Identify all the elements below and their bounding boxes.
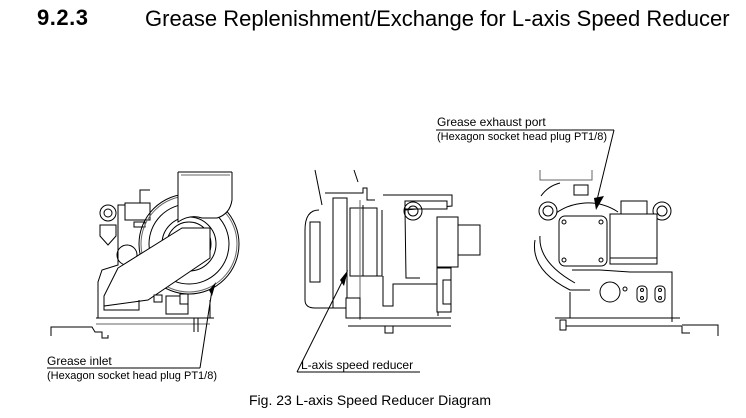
exhaust-arrow-icon: [594, 196, 604, 210]
left-side-view: [47, 171, 240, 369]
reducer-leader-line: [296, 281, 343, 373]
exhaust-port-label: Grease exhaust port: [437, 115, 546, 129]
inlet-leader-line: [199, 289, 213, 369]
reducer-cover: [558, 215, 608, 267]
exhaust-port-detail: (Hexagon socket head plug PT1/8): [437, 131, 607, 143]
right-side-view: [436, 129, 719, 336]
grease-inlet-detail: (Hexagon socket head plug PT1/8): [47, 370, 217, 382]
eyebolt-icon: [403, 201, 423, 221]
inlet-arrow-icon: [209, 282, 216, 296]
section-number: 9.2.3: [37, 5, 89, 30]
left-top-box: [124, 202, 151, 221]
section-title: Grease Replenishment/Exchange for L-axis…: [145, 6, 730, 31]
eyebolt-icon: [538, 201, 558, 221]
grease-inlet-label: Grease inlet: [47, 354, 112, 368]
speed-reducer-label: L-axis speed reducer: [301, 358, 414, 372]
front-view: [296, 169, 481, 373]
eyebolt-icon: [99, 204, 117, 222]
exhaust-leader-line: [596, 129, 615, 201]
figure-caption: Fig. 23 L-axis Speed Reducer Diagram: [249, 392, 492, 408]
